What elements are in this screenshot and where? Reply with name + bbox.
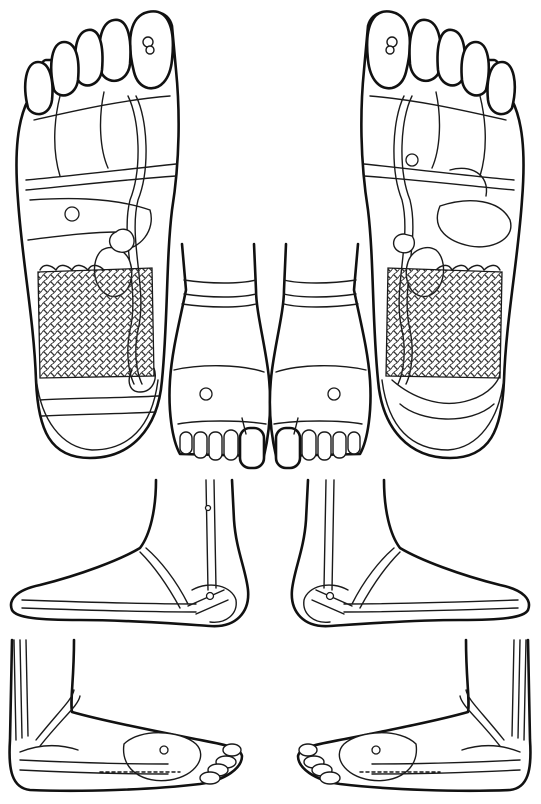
toe-icon [320, 772, 340, 784]
toe-icon [488, 62, 515, 114]
reflex-point-icon [387, 37, 397, 47]
sole-view-left [16, 11, 178, 458]
lateral-view-right [298, 640, 530, 791]
reflex-point-icon [200, 388, 212, 400]
toe-icon [223, 744, 241, 756]
foot-outline-icon [169, 244, 270, 456]
toe-icon [180, 432, 192, 454]
toe-icon [462, 42, 489, 95]
foot-outline-icon [292, 480, 529, 626]
toe-icon [348, 432, 360, 454]
reflex-point-icon [327, 593, 334, 600]
toe-icon [318, 432, 331, 460]
dorsal-view-right [270, 244, 371, 468]
reflex-point-icon [406, 154, 418, 166]
sole-view-right [361, 11, 523, 458]
foot-outline-icon [298, 640, 530, 791]
dorsal-view-left [169, 244, 270, 468]
toe-icon [99, 20, 130, 81]
toe-icon [25, 62, 52, 114]
medial-view-left [11, 480, 248, 626]
reflex-point-icon [372, 746, 380, 754]
lateral-view-left [10, 640, 242, 791]
reflex-point-icon [146, 46, 154, 54]
toe-icon [276, 428, 300, 468]
toe-icon [194, 432, 207, 458]
foot-outline-icon [11, 480, 248, 626]
toe-icon [209, 432, 222, 460]
toe-icon [200, 772, 220, 784]
reflex-point-icon [160, 746, 168, 754]
reflex-point-icon [207, 593, 214, 600]
reflex-point-icon [65, 207, 79, 221]
toe-icon [299, 744, 317, 756]
toe-icon [333, 432, 346, 458]
reflex-point-icon [206, 506, 211, 511]
toe-icon [240, 428, 264, 468]
reflex-point-icon [328, 388, 340, 400]
reflex-point-icon [386, 46, 394, 54]
toe-icon [302, 430, 316, 460]
foot-outline-icon [270, 244, 371, 456]
toe-icon [410, 20, 441, 81]
toe-icon [51, 42, 78, 95]
reflex-point-icon [143, 37, 153, 47]
toe-icon [224, 430, 238, 460]
medial-view-right [292, 480, 529, 626]
foot-outline-icon [10, 640, 242, 791]
